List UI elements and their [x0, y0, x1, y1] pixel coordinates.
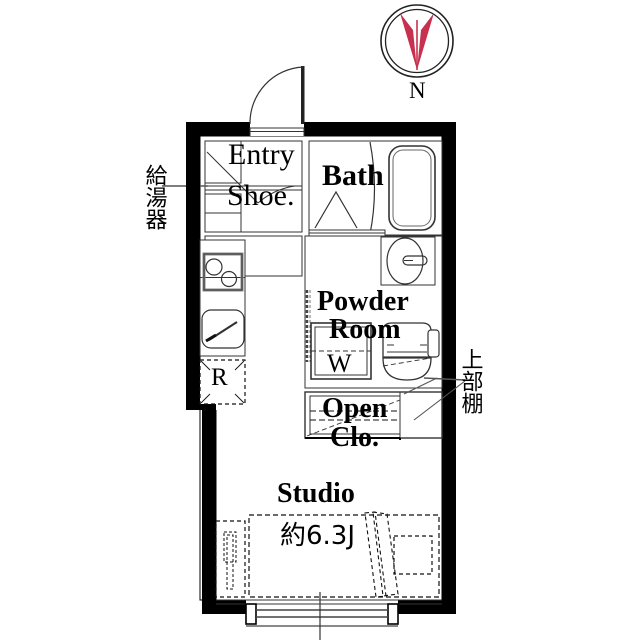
room-label-entry: Entry [228, 138, 295, 171]
powder-room [304, 235, 443, 389]
entry-shoe-leader [206, 151, 296, 204]
kitchen-area [199, 239, 246, 357]
appliance-label-washer: W [327, 349, 352, 378]
annotation-water-heater: 給湯器 [141, 164, 167, 230]
studio-room [215, 410, 440, 600]
room-label-shoe: Shoe. [227, 179, 295, 212]
open-closet [304, 391, 443, 440]
studio-area-label: 約6.3J [280, 521, 356, 551]
annotation-upper-shelf: 上部棚 [457, 348, 483, 414]
washer-space [310, 322, 372, 380]
upper-shelf-leader [403, 377, 466, 421]
bath-room [308, 140, 443, 237]
compass-north-label: N [409, 78, 426, 103]
compass-rose [380, 4, 454, 78]
room-label-powder-line2: Room [329, 314, 401, 345]
closet-label-open: Open [322, 393, 388, 424]
closet-label-clo: Clo. [330, 422, 379, 453]
water-heater-leader [162, 170, 208, 202]
toilet-fixture [382, 322, 440, 381]
refrigerator-space [199, 359, 246, 405]
balcony-sliding-door [216, 592, 442, 640]
room-label-studio: Studio [277, 478, 355, 509]
room-label-powder-line1: Powder [317, 286, 409, 317]
entry-door [249, 66, 305, 136]
appliance-label-refrigerator: R [211, 364, 228, 391]
room-label-bath: Bath [322, 159, 384, 192]
